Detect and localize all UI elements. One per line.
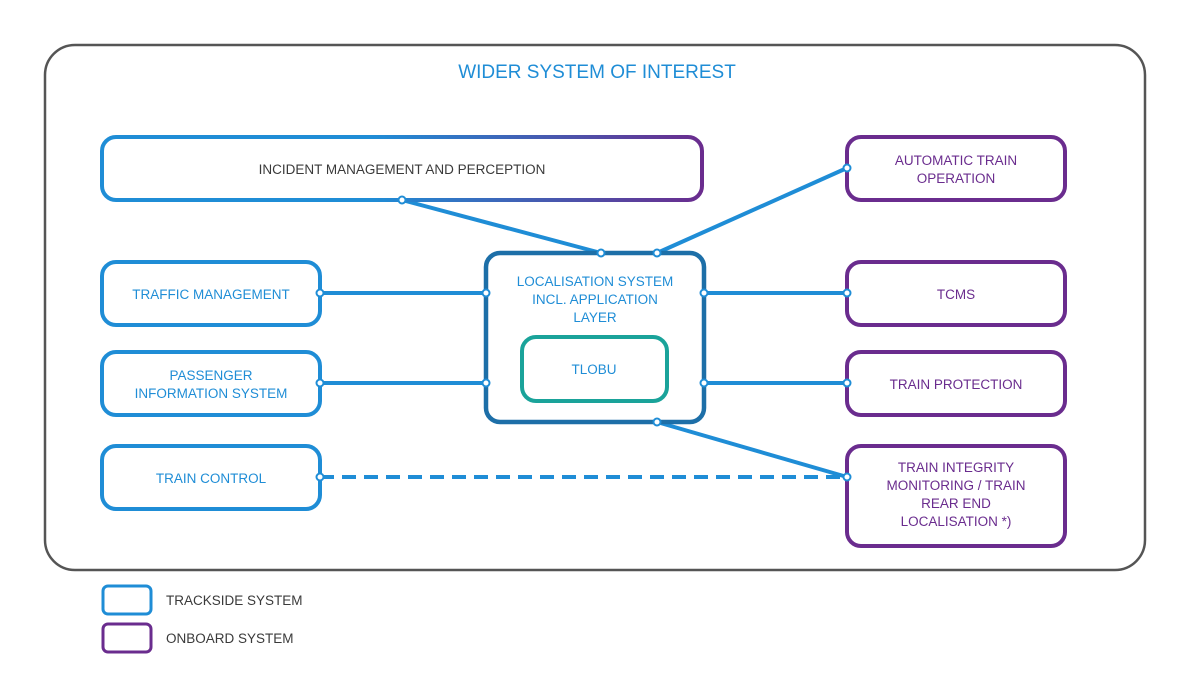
box-incident-management[interactable]: INCIDENT MANAGEMENT AND PERCEPTION	[100, 135, 704, 202]
box-tlobu-label: TLOBU	[571, 362, 616, 377]
box-passenger-information-label-1: PASSENGER	[169, 368, 252, 383]
diagram-title: WIDER SYSTEM OF INTEREST	[458, 62, 736, 83]
box-train-integrity-label-3: REAR END	[921, 496, 991, 511]
box-train-control[interactable]: TRAIN CONTROL	[100, 444, 322, 511]
box-incident-management-label: INCIDENT MANAGEMENT AND PERCEPTION	[259, 162, 546, 177]
connector-dot	[842, 163, 852, 173]
box-train-protection[interactable]: TRAIN PROTECTION	[845, 350, 1067, 417]
connector-incident-to-localisation	[401, 198, 602, 255]
box-localisation-label-2: INCL. APPLICATION	[532, 292, 658, 307]
wider-system-frame	[43, 43, 1147, 572]
box-localisation-label-3: LAYER	[573, 310, 617, 325]
connector-localisation-to-train-integrity	[656, 420, 848, 479]
box-traffic-management-label: TRAFFIC MANAGEMENT	[132, 287, 290, 302]
connector-dots	[315, 163, 852, 482]
box-tlobu[interactable]: TLOBU	[520, 335, 669, 403]
box-ato-label-2: OPERATION	[917, 171, 996, 186]
box-automatic-train-operation[interactable]: AUTOMATIC TRAIN OPERATION	[845, 135, 1067, 202]
box-train-integrity-label-1: TRAIN INTEGRITY	[898, 460, 1014, 475]
connector-dot	[315, 472, 325, 482]
connector-dot	[315, 288, 325, 298]
box-train-integrity[interactable]: TRAIN INTEGRITY MONITORING / TRAIN REAR …	[845, 444, 1067, 548]
connector-dot	[699, 288, 709, 298]
legend: TRACKSIDE SYSTEM ONBOARD SYSTEM	[101, 584, 303, 654]
connector-dot	[315, 378, 325, 388]
connector-dot	[652, 248, 662, 258]
box-train-integrity-label-2: MONITORING / TRAIN	[886, 478, 1025, 493]
connector-dot	[397, 195, 407, 205]
connector-dot	[699, 378, 709, 388]
legend-swatch-onboard	[101, 622, 153, 654]
box-passenger-information-label-2: INFORMATION SYSTEM	[135, 386, 288, 401]
connector-dot	[652, 417, 662, 427]
box-tcms-label: TCMS	[937, 287, 975, 302]
connectors	[320, 166, 848, 479]
connector-dot	[596, 248, 606, 258]
connector-dot	[481, 288, 491, 298]
connector-dot	[842, 472, 852, 482]
connector-ato-to-localisation	[656, 166, 848, 255]
legend-swatch-trackside	[101, 584, 153, 616]
legend-label-trackside: TRACKSIDE SYSTEM	[166, 593, 303, 608]
box-passenger-information[interactable]: PASSENGER INFORMATION SYSTEM	[100, 350, 322, 417]
box-train-protection-label: TRAIN PROTECTION	[890, 377, 1023, 392]
box-train-integrity-label-4: LOCALISATION *)	[901, 514, 1012, 529]
box-train-control-label: TRAIN CONTROL	[156, 471, 267, 486]
connector-dot	[842, 288, 852, 298]
legend-label-onboard: ONBOARD SYSTEM	[166, 631, 294, 646]
legend-item-onboard: ONBOARD SYSTEM	[101, 622, 294, 654]
box-traffic-management[interactable]: TRAFFIC MANAGEMENT	[100, 260, 322, 327]
box-ato-label-1: AUTOMATIC TRAIN	[895, 153, 1017, 168]
connector-dot	[481, 378, 491, 388]
connector-dot	[842, 378, 852, 388]
legend-item-trackside: TRACKSIDE SYSTEM	[101, 584, 303, 616]
box-localisation-label-1: LOCALISATION SYSTEM	[517, 274, 674, 289]
box-tcms[interactable]: TCMS	[845, 260, 1067, 327]
